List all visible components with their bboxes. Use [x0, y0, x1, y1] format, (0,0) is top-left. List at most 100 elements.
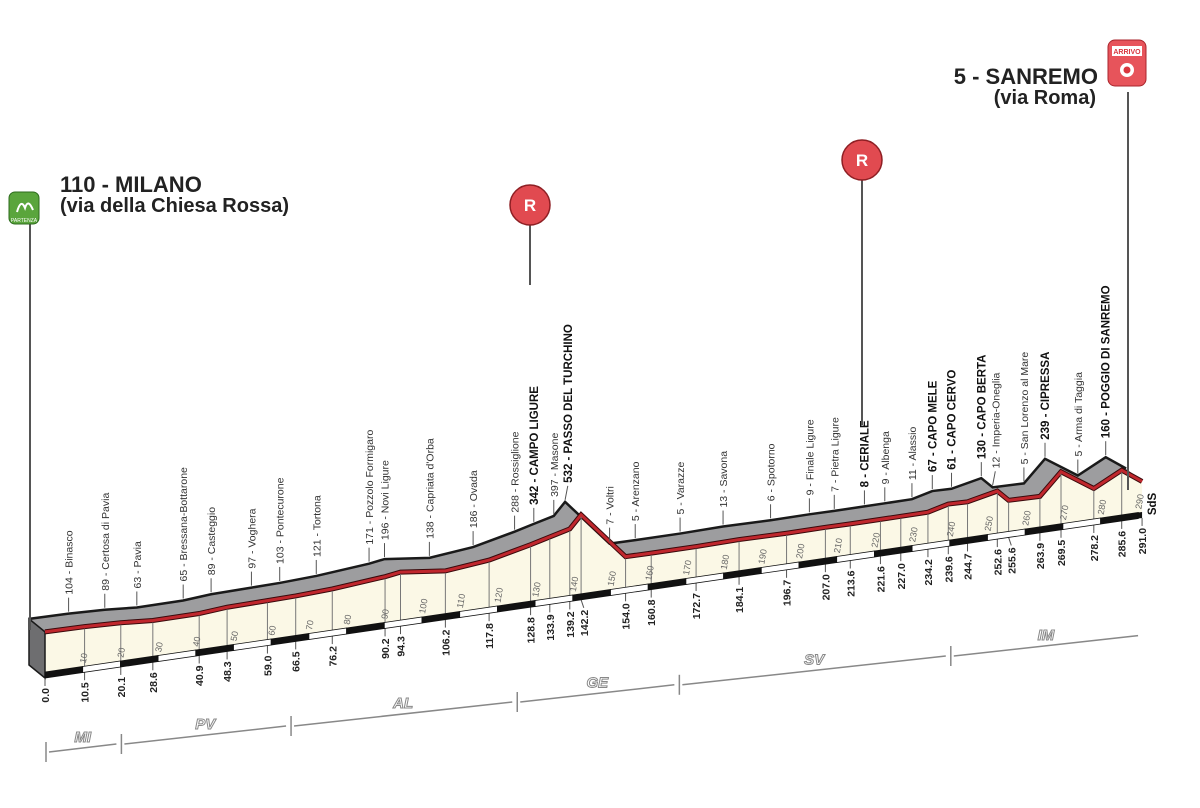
scale-tick-label: 250 [983, 515, 995, 532]
scale-tick-label: 180 [719, 554, 731, 571]
profile-surface [29, 457, 1143, 632]
scale-tick-label: 210 [832, 537, 844, 554]
profile-line [44, 468, 1143, 634]
location-label: 89 - Certosa di Pavia [100, 493, 112, 591]
scale-tick-label: 40 [191, 636, 203, 648]
scale-tick-label: 20 [116, 647, 128, 659]
province-line [682, 655, 946, 686]
distance-label: 184.1 [734, 587, 746, 613]
location-label: 11 - Alassio [907, 427, 919, 481]
location-label: 532 - PASSO DEL TURCHINO [563, 324, 575, 483]
distance-label: 255.6 [1006, 547, 1018, 573]
distance-label: 59.0 [262, 655, 274, 676]
start-subtitle: (via della Chiesa Rossa) [60, 195, 289, 217]
location-label: 67 - CAPO MELE [927, 380, 939, 472]
location-label: 12 - Imperia-Oneglia [990, 372, 1002, 468]
location-label: 239 - CIPRESSA [1040, 352, 1052, 440]
profile-outline [28, 455, 1127, 621]
location-label: 5 - Arenzano [630, 461, 642, 521]
scale-tick-label: 110 [455, 593, 467, 609]
location-label: 104 - Binasco [64, 530, 76, 594]
scale-tick-label: 240 [945, 521, 957, 538]
province-line [953, 634, 1139, 657]
scale-tick-label: 10 [78, 652, 90, 664]
distance-label: 239.6 [943, 556, 955, 582]
province-label: GE [586, 674, 609, 691]
location-label: 97 - Voghera [246, 508, 258, 568]
distance-label: 213.6 [845, 570, 857, 596]
scale-tick-label: 200 [794, 543, 806, 560]
scale-tick-label: 80 [342, 614, 354, 626]
province-label: IM [1038, 627, 1055, 644]
distance-label: 291.0 [1137, 528, 1149, 554]
scale-tick-label: 50 [229, 630, 241, 642]
location-label: 63 - Pavia [132, 541, 144, 588]
location-label: 342 - CAMPO LIGURE [529, 386, 541, 505]
location-label: 397 - Masone [549, 433, 561, 497]
distance-label: 106.2 [440, 629, 452, 655]
distance-label: 278.2 [1089, 535, 1101, 561]
distance-label: 117.8 [484, 623, 496, 649]
distance-label: 160.8 [646, 599, 658, 625]
location-label: 65 - Bressana-Bottarone [178, 467, 190, 582]
province-line [520, 684, 675, 703]
distance-label: 196.7 [782, 580, 794, 606]
profile-base-fill [45, 470, 1143, 672]
km-tick [580, 599, 585, 608]
distance-label: 263.9 [1035, 543, 1047, 569]
scale-tick-label: 270 [1058, 504, 1070, 521]
location-label: 121 - Tortona [311, 495, 323, 557]
distance-label: 269.5 [1056, 540, 1068, 566]
scale-tick-label: 220 [870, 532, 882, 549]
scale-tick-label: 130 [530, 581, 542, 598]
location-label: 13 - Savona [718, 451, 730, 508]
scale-tick-label: 190 [756, 548, 768, 565]
distance-label: 28.6 [148, 672, 160, 693]
finish-marker: ARRIVO 5 - SANREMO (via Roma) [954, 39, 1147, 490]
refreshment-icon [509, 184, 551, 226]
distance-label: 221.6 [875, 566, 887, 592]
start-title: 110 - MILANO [60, 172, 202, 197]
scale-segment [1138, 511, 1143, 519]
scale-tick-label: 230 [907, 526, 919, 543]
location-label: 160 - POGGIO DI SANREMO [1101, 285, 1113, 438]
distance-label: 207.0 [820, 574, 832, 600]
scale-tick-label: 160 [643, 565, 655, 582]
distance-label: 234.2 [923, 559, 935, 585]
scale-tick-label: 260 [1020, 510, 1032, 527]
start-badge: PARTENZA [11, 218, 38, 224]
province-label: AL [392, 695, 413, 712]
location-label: 61 - CAPO CERVO [947, 370, 959, 470]
distance-label: 76.2 [327, 646, 339, 667]
province-line [124, 725, 287, 745]
end-label: SdS [1147, 492, 1159, 515]
scale-tick-label: 100 [417, 598, 429, 615]
distance-label: 252.6 [992, 549, 1004, 575]
province-line [48, 743, 117, 753]
location-label: 288 - Rossiglione [510, 431, 522, 512]
province-label: MI [74, 729, 91, 746]
location-label: 8 - CERIALE [859, 420, 871, 487]
distance-label: 0.0 [40, 688, 52, 703]
refreshment-label: R [856, 151, 868, 170]
km-tick [1008, 537, 1012, 546]
refreshment-label: R [524, 196, 536, 215]
location-label: 5 - San Lorenzo al Mare [1019, 352, 1031, 465]
distance-label: 172.7 [691, 593, 703, 619]
location-label: 89 - Casteggio [206, 507, 218, 575]
distance-label: 244.7 [963, 553, 975, 579]
distance-label: 66.5 [291, 651, 303, 672]
province-line [293, 701, 513, 727]
scale-tick-label: 150 [606, 570, 618, 587]
distance-label: 142.2 [579, 610, 591, 636]
location-label: 7 - Voltri [605, 486, 617, 525]
distance-label: 90.2 [380, 638, 392, 659]
province-label: SV [804, 651, 826, 668]
location-label: 9 - Albenga [880, 431, 892, 484]
location-label: 5 - Varazze [675, 461, 687, 514]
scale-tick-label: 120 [493, 587, 505, 604]
scale-tick-label: 140 [568, 576, 580, 593]
finish-subtitle: (via Roma) [994, 87, 1096, 109]
location-label: 186 - Ovada [468, 470, 480, 528]
